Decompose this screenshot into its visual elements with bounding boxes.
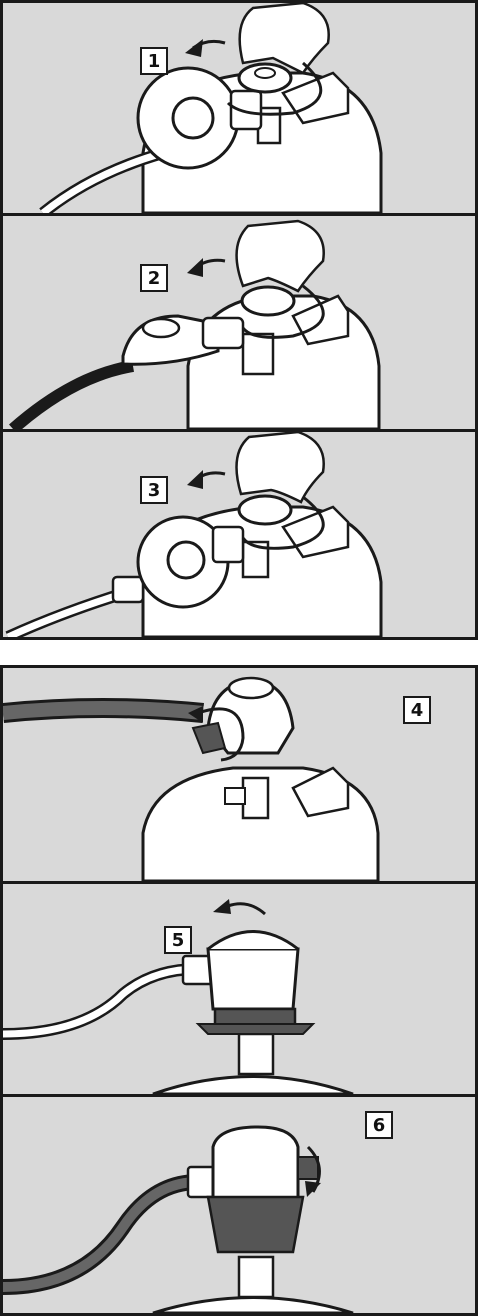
valve-stem — [239, 1257, 273, 1297]
step-5-panel: 5 — [3, 884, 475, 1094]
handwheel — [242, 287, 294, 315]
instruction-group-top: 1 2 — [0, 0, 478, 640]
step-6-panel: 6 — [3, 1097, 475, 1313]
step-3-panel: 3 — [3, 432, 475, 637]
connector-nut — [203, 318, 243, 348]
connector-nut — [213, 527, 243, 562]
hand — [237, 432, 324, 502]
step-number-badge: 6 — [365, 1111, 393, 1139]
rotation-arrow — [228, 904, 265, 914]
release-ring — [198, 1024, 313, 1034]
gas-hose — [3, 1182, 198, 1287]
step-6-illustration — [3, 1097, 475, 1313]
step-number-badge: 3 — [140, 476, 168, 504]
valve-stem — [243, 778, 268, 818]
step-5-illustration — [3, 884, 475, 1094]
instruction-group-bottom: 4 5 — [0, 665, 478, 1316]
step-number-badge: 4 — [403, 696, 431, 724]
step-1-illustration — [3, 3, 475, 213]
hand — [237, 221, 324, 291]
step-1-panel: 1 — [3, 3, 475, 213]
hand — [240, 3, 329, 73]
gas-cylinder — [188, 296, 379, 429]
gas-cylinder — [153, 1077, 353, 1095]
step-4-panel: 4 — [3, 668, 475, 881]
handwheel — [239, 496, 291, 524]
step-number-badge: 5 — [164, 926, 192, 954]
valve-stem — [243, 334, 273, 374]
step-number-badge: 1 — [140, 47, 168, 75]
gas-hose — [3, 969, 198, 1034]
step-2-illustration — [3, 216, 475, 429]
gas-hose — [8, 592, 128, 637]
step-3-illustration — [3, 432, 475, 637]
regulator-body — [208, 949, 298, 1009]
release-ring — [208, 1197, 303, 1252]
step-number-badge: 2 — [140, 264, 168, 292]
gas-hose — [13, 366, 133, 429]
connector-nut — [231, 91, 261, 129]
gas-hose — [3, 708, 203, 713]
valve-stem — [239, 1034, 273, 1074]
release-lever — [193, 723, 225, 753]
regulator-body — [213, 1127, 298, 1202]
gas-cylinder — [153, 1298, 353, 1314]
step-2-panel: 2 — [3, 216, 475, 429]
